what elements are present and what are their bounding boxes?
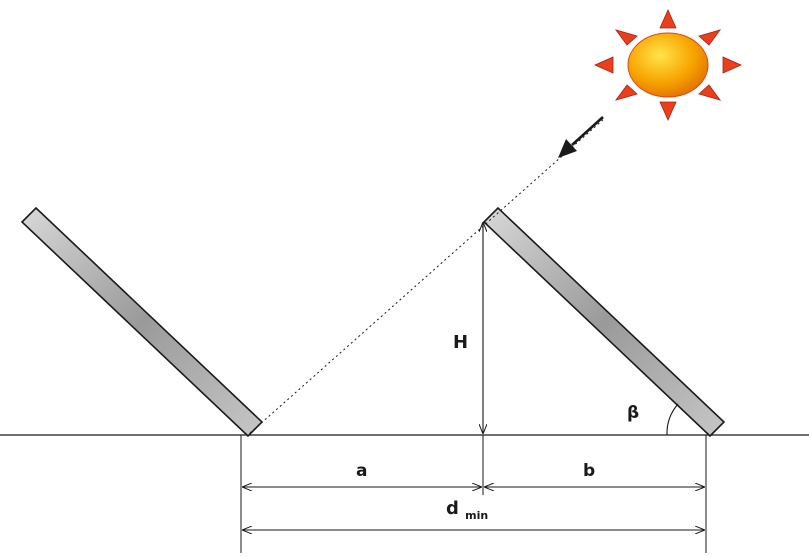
left-solar-panel bbox=[20, 206, 264, 438]
dimension-dmin-subscript: min bbox=[465, 509, 488, 522]
dimension-dmin-main: d bbox=[446, 498, 459, 519]
right-solar-panel bbox=[482, 206, 726, 438]
shadow-ray-dotted-line bbox=[249, 117, 606, 434]
angle-label: β bbox=[627, 403, 639, 423]
dimension-b-label: b bbox=[583, 461, 595, 481]
angle-arc bbox=[666, 403, 679, 436]
arrow-down-left-icon bbox=[558, 116, 604, 158]
sun-icon bbox=[594, 9, 742, 121]
dimension-a-label: a bbox=[356, 461, 367, 481]
dimension-dmin-label: d min bbox=[446, 498, 488, 522]
height-label: H bbox=[453, 332, 468, 353]
